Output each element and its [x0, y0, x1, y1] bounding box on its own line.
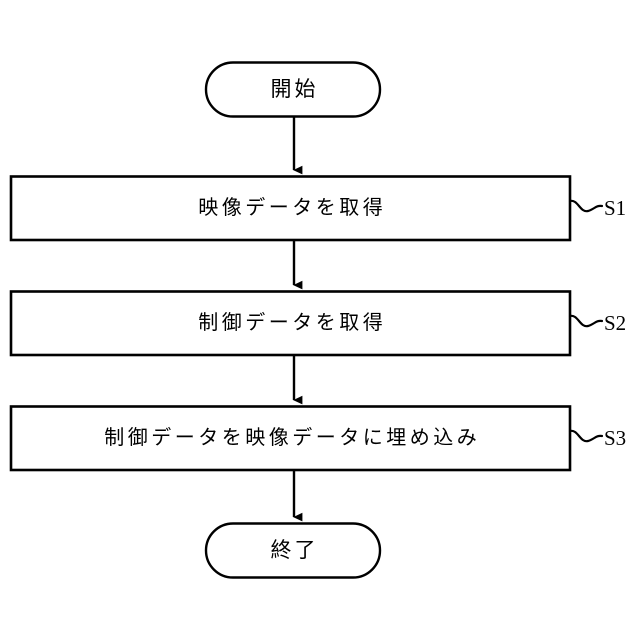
process-box-s2-shape [9, 290, 572, 357]
step-tag-s2: S2 [604, 311, 627, 335]
step-tag-s1: S1 [604, 196, 627, 220]
leader-line-s3 [568, 429, 604, 443]
start-terminator-shape [204, 61, 382, 118]
leader-line-s2 [568, 314, 604, 328]
end-terminator-shape [204, 522, 382, 579]
leader-line-s1 [568, 199, 604, 213]
process-box-s1-shape [9, 175, 572, 242]
process-box-s3-shape [9, 405, 572, 472]
step-tag-s3: S3 [604, 426, 627, 450]
